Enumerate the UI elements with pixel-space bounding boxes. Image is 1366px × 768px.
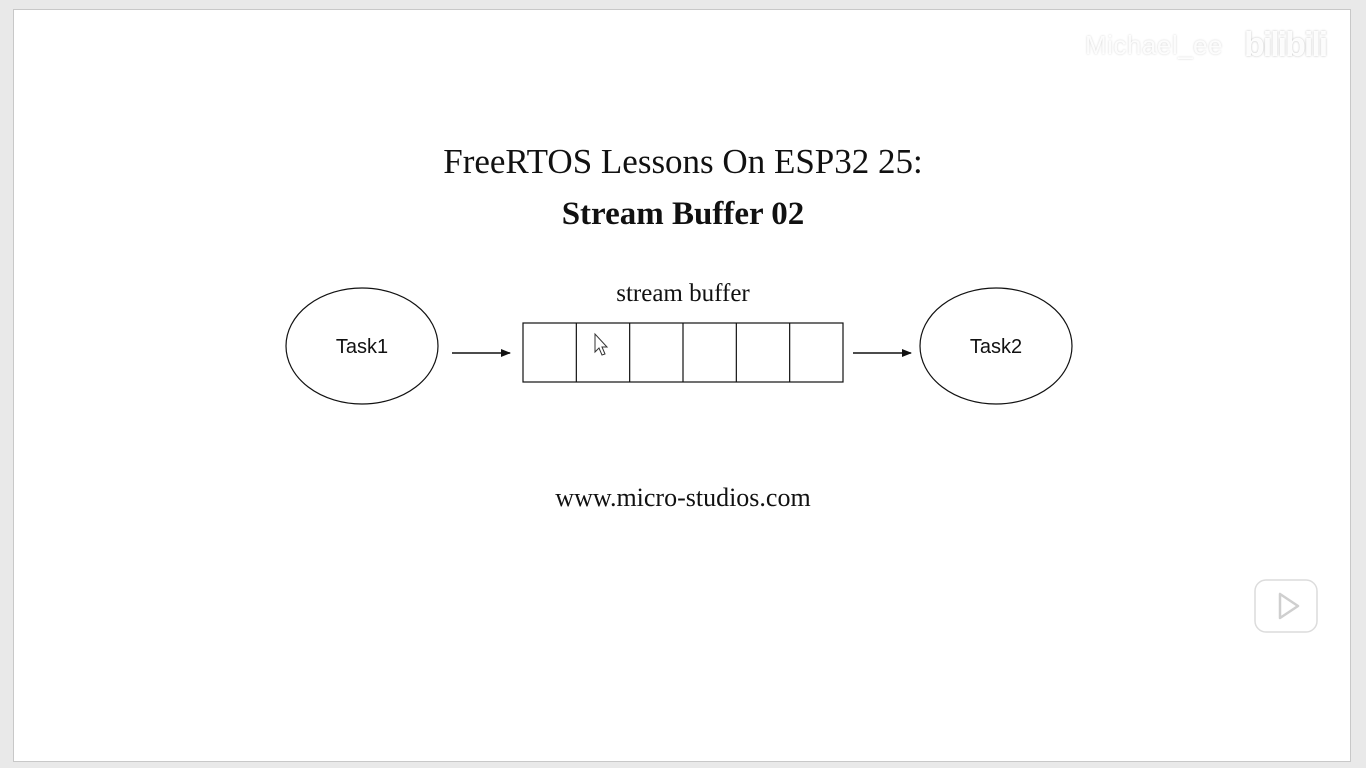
stream-buffer-label: stream buffer: [616, 280, 750, 307]
author-watermark: Michael_ee: [1085, 30, 1223, 60]
play-icon: [1278, 592, 1300, 620]
task2-label: Task2: [970, 336, 1022, 358]
mouse-cursor-icon: [594, 332, 609, 356]
slide-canvas: [13, 9, 1351, 762]
buffer-cells: [522, 322, 844, 383]
task2-node: [919, 287, 1073, 405]
tv-frame-icon: [1254, 579, 1318, 633]
website-url: www.micro-studios.com: [555, 483, 811, 512]
slide-title: FreeRTOS Lessons On ESP32 25:: [443, 142, 923, 181]
slide-subtitle: Stream Buffer 02: [561, 196, 805, 232]
task1-node: [285, 287, 439, 405]
bilibili-logo-icon: bilibili: [1244, 26, 1328, 64]
task1-label: Task1: [336, 336, 388, 358]
play-button[interactable]: [1253, 572, 1319, 634]
